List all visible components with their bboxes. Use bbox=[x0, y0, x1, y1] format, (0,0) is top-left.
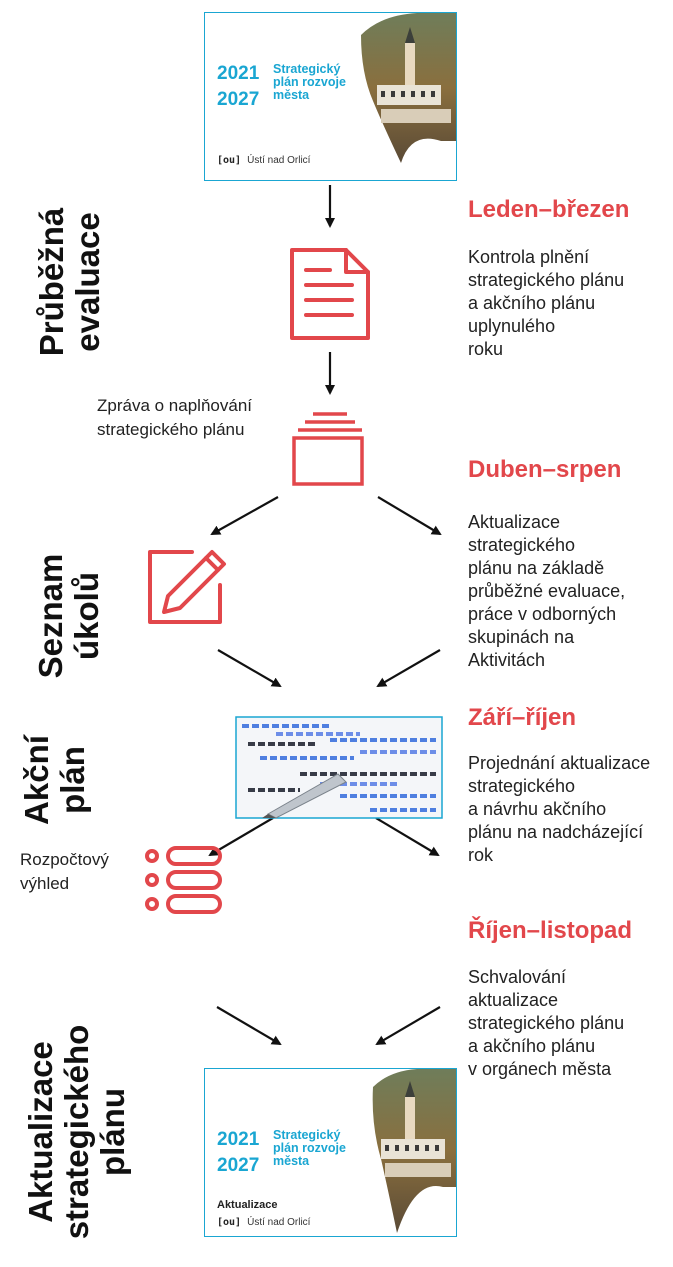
stage-label-line: Aktualizace bbox=[22, 1041, 59, 1223]
cover-year-start: 2021 bbox=[217, 63, 260, 84]
brand-name: Ústí nad Orlicí bbox=[247, 155, 311, 166]
stage-label-update: Aktualizace strategického plánu bbox=[22, 997, 131, 1267]
arrow-right-to-update bbox=[375, 1006, 441, 1046]
arrow-report-to-tasks bbox=[210, 496, 279, 535]
report-stack-icon bbox=[292, 412, 364, 486]
arrow-budget-to-update bbox=[216, 1006, 282, 1046]
list-icon bbox=[145, 846, 222, 914]
town-photo bbox=[372, 1069, 456, 1233]
arrow-plan-to-budget bbox=[208, 817, 274, 857]
phase-title-jan-mar: Leden–březen bbox=[468, 196, 630, 223]
document-icon bbox=[290, 248, 370, 340]
town-photo bbox=[361, 13, 456, 163]
cover-title: Strategický plán rozvoje města bbox=[273, 62, 346, 102]
stage-label-line: Seznam bbox=[32, 553, 69, 679]
stage-label-line: plán bbox=[54, 746, 91, 814]
strategic-plan-cover-top: 2021 2027 Strategický plán rozvoje města… bbox=[204, 12, 457, 181]
cover-year-start: 2021 bbox=[217, 1129, 260, 1150]
arrow-tasks-to-plan bbox=[217, 649, 282, 688]
cover-subtitle: Aktualizace bbox=[217, 1199, 278, 1211]
stage-label-line: úkolů bbox=[68, 572, 105, 660]
brand-logo: [ou] bbox=[217, 155, 242, 166]
cover-brand: [ou] Ústí nad Orlicí bbox=[217, 155, 310, 166]
stage-label-tasks: Seznam úkolů bbox=[32, 531, 105, 701]
stage-label-action-plan: Akční plán bbox=[18, 715, 91, 845]
phase-desc-jan-mar: Kontrola plnění strategického plánu a ak… bbox=[468, 247, 625, 359]
phase-title-sep-oct: Září–říjen bbox=[468, 704, 577, 731]
cover-year-end: 2027 bbox=[217, 89, 260, 110]
stage-label-line: strategického bbox=[58, 1024, 95, 1240]
phase-title-apr-aug: Duben–srpen bbox=[468, 456, 622, 483]
phase-title-oct-nov: Říjen–listopad bbox=[468, 917, 633, 944]
stage-label-line: Akční bbox=[18, 735, 55, 825]
arrow-report-to-right bbox=[377, 496, 442, 536]
brand-name: Ústí nad Orlicí bbox=[247, 1217, 311, 1228]
phase-desc-apr-aug: Aktualizace strategického plánu na zákla… bbox=[468, 512, 626, 670]
stage-label-line: plánu bbox=[94, 1088, 131, 1176]
phase-desc-oct-nov: Schvalování aktualizace strategického pl… bbox=[468, 967, 625, 1079]
budget-label: Rozpočtový výhled bbox=[20, 850, 109, 893]
stage-label-line: Průběžná bbox=[33, 207, 70, 357]
cover-title: Strategický plán rozvoje města bbox=[273, 1128, 346, 1168]
arrow-right-to-plan bbox=[376, 649, 441, 688]
edit-icon bbox=[148, 550, 226, 624]
strategic-plan-cover-bottom: 2021 2027 Strategický plán rozvoje města… bbox=[204, 1068, 457, 1237]
phase-desc-sep-oct: Projednání aktualizace strategického a n… bbox=[468, 753, 651, 865]
cover-year-end: 2027 bbox=[217, 1155, 260, 1176]
brand-logo: [ou] bbox=[217, 1217, 242, 1228]
stage-label-line: evaluace bbox=[69, 212, 106, 352]
report-label: Zpráva o naplňování strategického plánu bbox=[97, 396, 252, 439]
arrow-plan-to-right bbox=[375, 817, 440, 857]
action-plan-image bbox=[235, 716, 443, 819]
cover-brand: [ou] Ústí nad Orlicí bbox=[217, 1217, 310, 1228]
stage-label-evaluation: Průběžná evaluace bbox=[33, 182, 106, 382]
